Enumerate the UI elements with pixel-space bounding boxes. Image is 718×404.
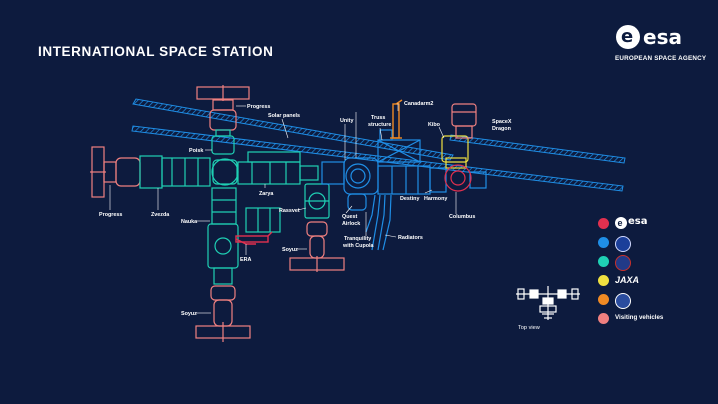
label-kibo: Kibo [428,122,441,128]
label-quest-2: Airlock [342,221,360,227]
label-truss-1: Truss [371,115,385,121]
component-labels: Progress Solar panels Poisk Unity Truss … [99,101,512,317]
legend-dot-roscosmos [598,256,609,267]
csa-logo-icon [615,293,631,309]
nasa-logo-icon [615,236,631,252]
legend-dot-nasa [598,237,609,248]
label-solar-panels: Solar panels [268,113,300,119]
label-era: ERA [240,257,251,263]
spacex-dragon [451,103,477,139]
soyuz-bottom [195,285,251,342]
legend-item-visiting-vehicles: Visiting vehicles [598,311,708,327]
esa-logo-word: esa [643,25,682,49]
legend-item-nasa [598,235,708,252]
label-soyuz-right: Soyuz [282,247,298,253]
jaxa-logo-icon: JAXA [615,275,640,285]
legend-item-roscosmos [598,254,708,271]
label-radiators: Radiators [398,235,423,241]
soyuz-right [289,221,345,272]
legend-dot-esa [598,218,609,229]
label-truss-2: structure [368,122,391,128]
unity-node [321,157,379,195]
leader-lines [109,103,457,314]
page-title: INTERNATIONAL SPACE STATION [38,44,274,59]
legend-item-csa [598,292,708,309]
columbus-module [444,164,472,192]
label-zarya: Zarya [259,191,274,197]
label-spacex-1: SpaceX [492,119,512,125]
label-destiny: Destiny [400,196,419,202]
label-unity: Unity [340,118,353,124]
nauka-module [207,187,281,285]
zvezda-module [139,155,239,189]
poisk-module [211,129,235,155]
truss-structure [377,129,421,163]
label-harmony: Harmony [424,196,447,202]
label-poisk: Poisk [189,148,203,154]
radiators [365,194,392,251]
label-zvezda: Zvezda [151,212,170,218]
harmony-node [429,167,487,193]
top-view-label: Top view [518,325,540,331]
rassvet-module [304,183,330,219]
label-spacex-2: Dragon [492,126,511,132]
era-arm [235,231,273,245]
solar-panel-right [449,134,626,164]
legend-label-visiting-vehicles: Visiting vehicles [615,314,664,321]
progress-left [90,146,141,198]
legend-item-jaxa: JAXA [598,273,708,289]
esa-logo-subtitle: EUROPEAN SPACE AGENCY [615,55,707,62]
canadarm2 [390,99,403,139]
zarya-module [237,151,319,185]
label-quest-1: Quest [342,214,357,220]
label-columbus: Columbus [449,214,475,220]
quest-airlock [347,193,367,211]
label-progress-top: Progress [247,104,270,110]
label-tranquility-1: Tranquility [344,236,371,242]
label-rassvet: Rassvet [279,208,300,214]
legend-item-esa: e esa [598,216,708,232]
label-progress-left: Progress [99,212,122,218]
label-nauka: Nauka [181,219,198,225]
legend-dot-csa [598,294,609,305]
legend-dot-visiting [598,313,609,324]
kibo-module [441,135,469,169]
label-tranquility-2: with Cupola [342,243,375,249]
label-canadarm2: Canadarm2 [404,101,433,107]
destiny-module [377,165,431,195]
solar-panel-upper [132,98,454,161]
roscosmos-logo-icon [615,255,631,271]
top-view-diagram [516,286,580,320]
esa-logo: e esa EUROPEAN SPACE AGENCY [612,24,706,70]
label-soyuz-bottom: Soyuz [181,311,197,317]
esa-logo-mark-icon: e [616,25,640,49]
legend-dot-jaxa [598,275,609,286]
